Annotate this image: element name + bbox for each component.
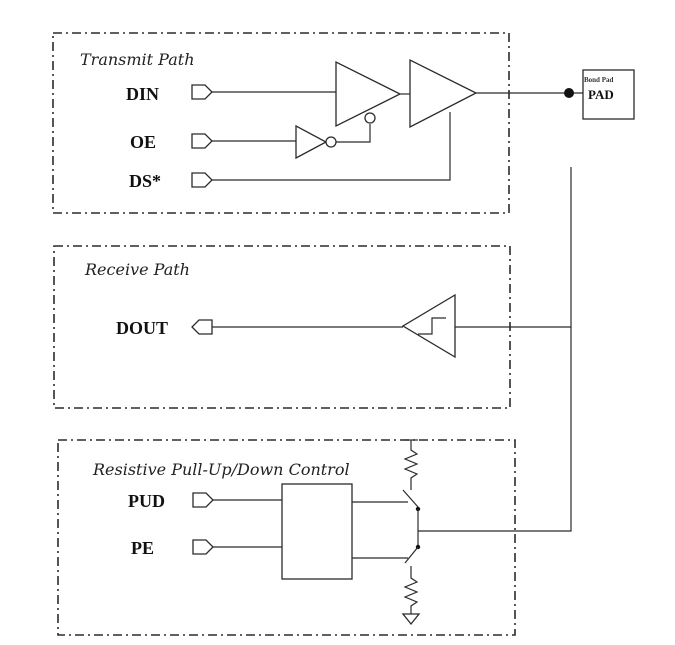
pull-down-switch-icon — [404, 546, 419, 564]
transmit-path-frame — [52, 32, 510, 214]
inverter-icon — [295, 124, 328, 160]
ds-input-port-icon — [191, 172, 213, 188]
pe-input-port-icon — [192, 539, 214, 555]
pull-up-resistor-icon — [403, 440, 419, 490]
schmitt-symbol-icon — [418, 317, 446, 335]
pull-control-logic-block — [281, 483, 353, 580]
pad-label: PAD — [588, 87, 614, 102]
oe-input-port-icon — [191, 133, 213, 149]
pe-pin-label: PE — [131, 538, 154, 558]
oe-pin-label: OE — [130, 132, 156, 152]
transmit-path-title: Transmit Path — [80, 50, 195, 69]
pull-up-switch-icon — [402, 489, 419, 508]
ds-pin-label: DS* — [129, 171, 161, 191]
pad-junction-dot — [564, 88, 574, 98]
pull-control-frame — [57, 439, 516, 636]
din-pin-label: DIN — [126, 84, 159, 104]
tristate-buffer-icon — [335, 60, 402, 128]
din-input-port-icon — [191, 84, 213, 100]
enable-bubble-icon — [364, 112, 376, 124]
output-driver-icon — [409, 58, 478, 129]
ground-icon — [401, 613, 421, 626]
receive-bus-wire — [455, 167, 572, 328]
bond-pad-caption: Bond Pad — [584, 76, 613, 84]
receive-path-title: Receive Path — [84, 260, 190, 279]
bond-pad-box — [582, 69, 635, 120]
pull-control-title: Resistive Pull-Up/Down Control — [92, 460, 350, 479]
receive-path-frame — [53, 245, 511, 409]
pull-down-resistor-icon — [403, 566, 419, 614]
pud-pin-label: PUD — [128, 491, 165, 511]
oe-inverted-wire — [336, 124, 371, 143]
pud-input-port-icon — [192, 492, 214, 508]
schmitt-buffer-icon — [401, 293, 456, 359]
ds-wire — [212, 112, 451, 181]
dout-pin-label: DOUT — [116, 318, 168, 338]
pull-bus-wire — [418, 327, 572, 532]
inverter-bubble-icon — [325, 136, 337, 148]
dout-output-port-icon — [191, 319, 213, 335]
